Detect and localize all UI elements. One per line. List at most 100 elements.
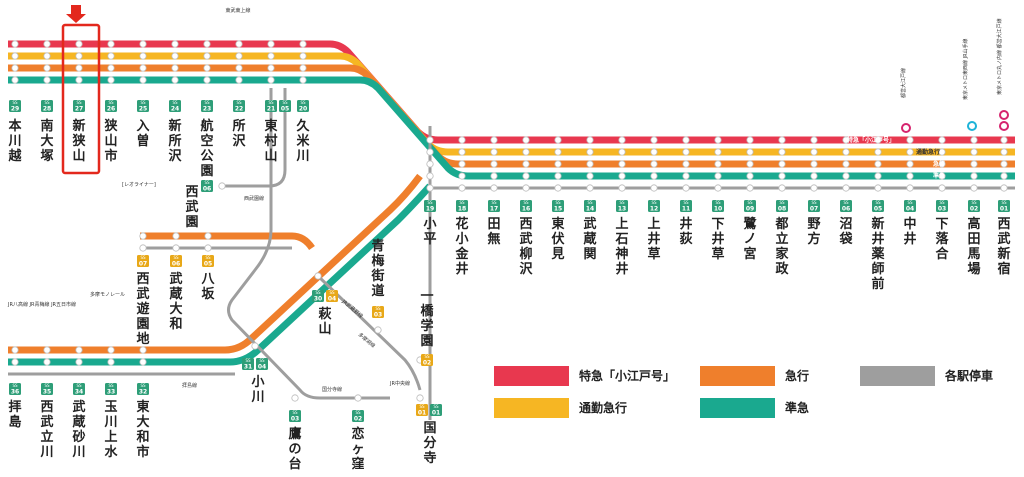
badge-prefix: SS [282, 100, 288, 105]
station-dot [586, 172, 594, 180]
badge-number: 03 [938, 206, 946, 213]
transfer-oedo2-icon [999, 121, 1009, 131]
station-dot [490, 160, 498, 168]
station-dot [171, 76, 179, 84]
station-dot [107, 358, 115, 366]
badge-prefix: SS [523, 200, 529, 205]
station-dot [107, 52, 115, 60]
station-dot [426, 172, 434, 180]
legend-swatch [860, 366, 935, 386]
station-dot [204, 232, 212, 240]
badge-prefix: SS [173, 255, 179, 260]
legend-swatch [494, 366, 569, 386]
badge-number: 35 [43, 389, 51, 396]
badge-number: 34 [75, 389, 83, 396]
station-name-shinjuku: 都立家政 [774, 216, 789, 277]
badge-prefix: SS [44, 383, 50, 388]
badge-prefix: SS [939, 200, 945, 205]
label-jr-haijima: JR八高線 JR青梅線 JR五日市線 [7, 301, 76, 308]
station-dot [171, 64, 179, 72]
label-tobu-tojo: 東武東上線 [225, 7, 250, 14]
station-name-hitotsubashi: 一橋学園 [420, 289, 434, 349]
station-dot [458, 136, 466, 144]
station-dot [43, 76, 51, 84]
badge-prefix: SS [427, 200, 433, 205]
station-dot [554, 148, 562, 156]
station-dot [426, 148, 434, 156]
label-tamako-line: 多摩湖線 [357, 331, 377, 349]
station-dot [1000, 148, 1008, 156]
badge-number: 05 [874, 206, 882, 213]
station-dot [299, 52, 307, 60]
station-dot [714, 160, 722, 168]
station-name-haijima: 拝島 [8, 399, 21, 430]
station-name-shinjuku: 新井薬師前 [870, 216, 885, 292]
badge-prefix: SS [619, 200, 625, 205]
badge-prefix: SS [555, 200, 561, 205]
station-dot [618, 184, 626, 192]
badge-prefix: SS [329, 290, 335, 295]
badge-prefix: SS [236, 100, 242, 105]
station-name-shinjuku: 鷺ノ宮 [743, 216, 757, 262]
kokubunji-line [227, 88, 390, 400]
station-name-shinjuku: 小平 [423, 217, 436, 247]
badge-number: 29 [11, 106, 19, 113]
station-dot [267, 52, 275, 60]
station-dot [586, 148, 594, 156]
station-dot [416, 394, 424, 402]
badge-number: 36 [11, 389, 19, 396]
label-toei-oedo: 都営大江戸線 [900, 68, 907, 98]
station-dot [906, 136, 914, 144]
station-dot [1000, 160, 1008, 168]
station-dot [810, 148, 818, 156]
station-dot [139, 40, 147, 48]
badge-prefix: SS [268, 100, 274, 105]
badge-prefix: SS [715, 200, 721, 205]
current-station-marker [61, 5, 101, 175]
badge-prefix: SS [779, 200, 785, 205]
legend-swatch [700, 398, 775, 418]
station-dot [970, 148, 978, 156]
station-dot [874, 160, 882, 168]
badge-number: 02 [354, 416, 362, 423]
station-dot [75, 40, 83, 48]
badge-number: 23 [203, 106, 211, 113]
station-dot [426, 184, 434, 192]
station-dot [618, 172, 626, 180]
station-dot [235, 52, 243, 60]
station-dot [746, 160, 754, 168]
station-dot [746, 172, 754, 180]
station-name-shinjuku: 上井草 [647, 217, 660, 262]
station-dot [43, 64, 51, 72]
badge-number: 03 [291, 416, 299, 423]
station-dot [682, 136, 690, 144]
station-dot [75, 76, 83, 84]
station-dot [746, 136, 754, 144]
station-dot [107, 76, 115, 84]
station-dot [554, 172, 562, 180]
station-dot [650, 136, 658, 144]
badge-prefix: SS [971, 200, 977, 205]
station-dot [618, 136, 626, 144]
station-name-shinjuku: 井荻 [679, 216, 693, 247]
station-dot [43, 346, 51, 354]
station-dot [299, 76, 307, 84]
badge-prefix: SS [375, 306, 381, 311]
station-dot [374, 326, 382, 334]
station-dot [586, 184, 594, 192]
station-dot [874, 148, 882, 156]
station-dot [650, 148, 658, 156]
